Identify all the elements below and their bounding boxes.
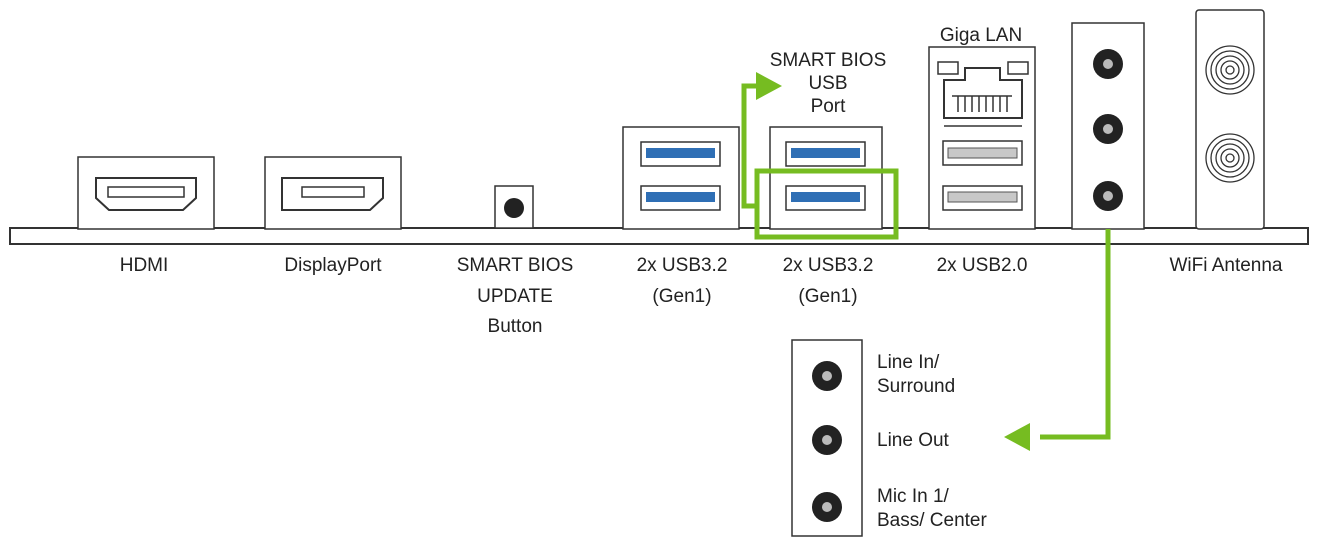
- displayport-port: [264, 156, 402, 230]
- bios-button-label-1: SMART BIOS: [457, 255, 574, 276]
- wifi-antenna-block: [1195, 9, 1265, 230]
- bios-update-button: [494, 185, 534, 229]
- line-out-arrow-line: [1040, 229, 1111, 440]
- line-out-label: Line Out: [877, 430, 950, 451]
- wifi-label: WiFi Antenna: [1170, 255, 1283, 276]
- bios-usb-label-2: USB: [808, 73, 847, 94]
- lan-label: Giga LAN: [940, 25, 1022, 46]
- usb32-a-label-2: (Gen1): [652, 286, 711, 307]
- usb32-b-label-2: (Gen1): [798, 286, 857, 307]
- usb32-a-label-1: 2x USB3.2: [637, 255, 728, 276]
- audio-jacks: [1071, 22, 1145, 230]
- bios-usb-label-1: SMART BIOS: [770, 50, 887, 71]
- hdmi-port: [77, 156, 215, 230]
- line-in-label-2: Surround: [877, 376, 955, 397]
- panel-bar: [9, 227, 1309, 245]
- mic-in-label-2: Bass/ Center: [877, 510, 987, 531]
- arrow-right-icon: [756, 72, 782, 100]
- hdmi-label: HDMI: [120, 255, 169, 276]
- bios-button-label-2: UPDATE: [477, 286, 553, 307]
- line-in-label-1: Line In/: [877, 352, 940, 373]
- bios-usb-label-3: Port: [811, 96, 847, 117]
- bios-usb-arrow-line: [741, 83, 760, 209]
- bios-button-label-3: Button: [488, 316, 543, 337]
- lan-usb20-block: [928, 46, 1036, 230]
- usb32-port-group-a: [622, 126, 740, 230]
- usb32-port-group-b: [769, 126, 883, 230]
- mic-in-label-1: Mic In 1/: [877, 486, 950, 507]
- arrow-left-icon: [1004, 423, 1030, 451]
- displayport-label: DisplayPort: [284, 255, 382, 276]
- audio-detail-box: [791, 339, 863, 537]
- usb32-b-label-1: 2x USB3.2: [783, 255, 874, 276]
- usb20-label: 2x USB2.0: [937, 255, 1028, 276]
